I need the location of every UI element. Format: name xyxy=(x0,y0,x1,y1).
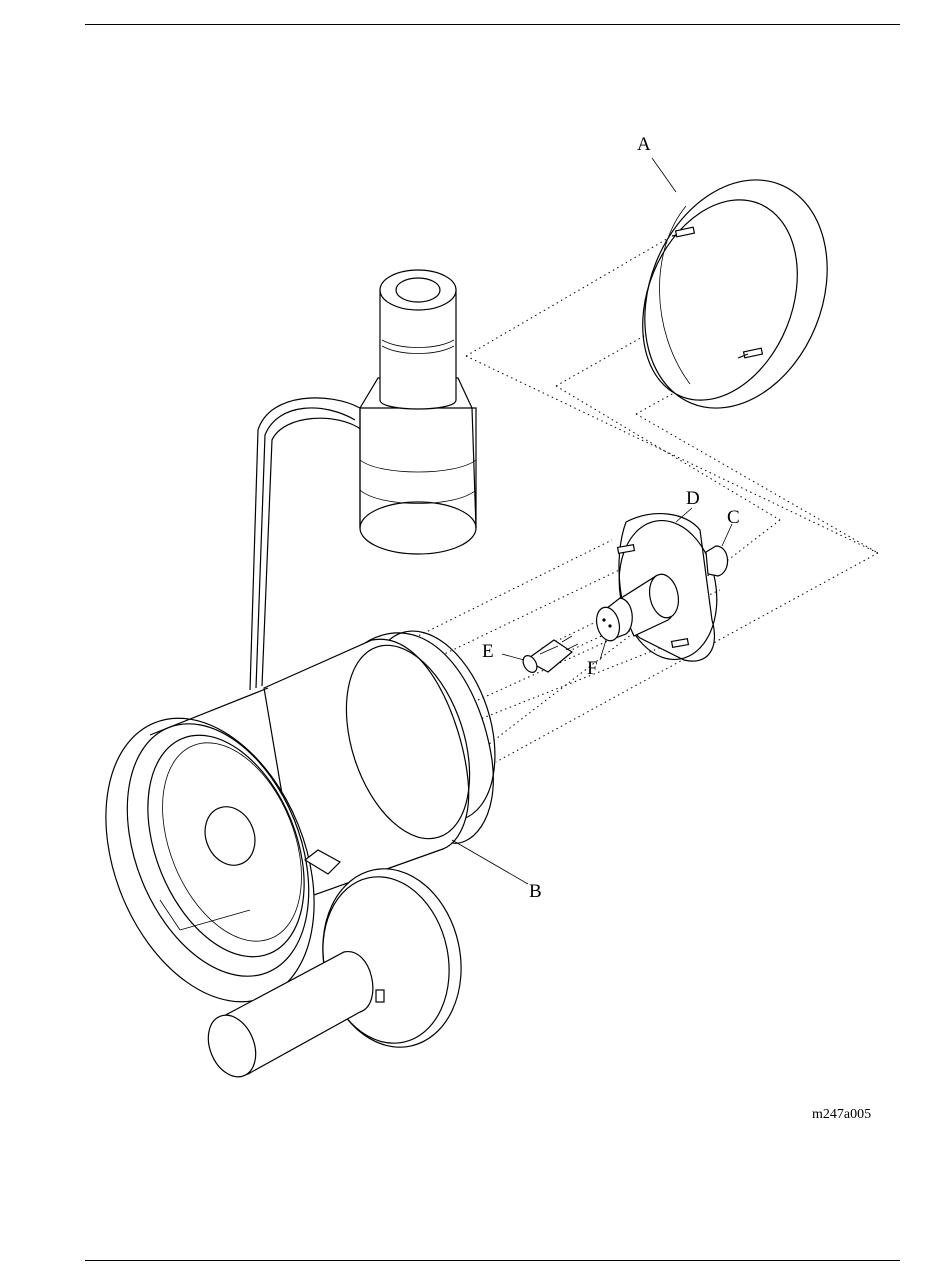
part-d-mounting-flange xyxy=(609,513,728,668)
figure-code: m247a005 xyxy=(812,1107,871,1122)
part-e-lamp xyxy=(520,636,578,675)
label-d: D xyxy=(686,488,700,509)
label-e: E xyxy=(482,641,494,662)
label-f: F xyxy=(587,658,598,679)
part-a-cover-ring xyxy=(612,152,860,435)
label-a: A xyxy=(637,134,651,155)
label-c: C xyxy=(727,507,740,528)
upper-tube-and-arm xyxy=(250,270,476,690)
part-f-lamp-socket xyxy=(593,598,632,643)
label-b: B xyxy=(529,881,542,902)
